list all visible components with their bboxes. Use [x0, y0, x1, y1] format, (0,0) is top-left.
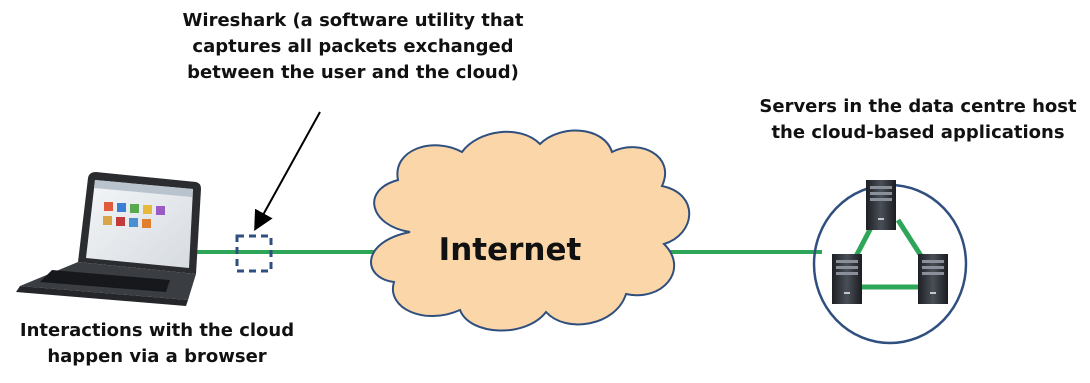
laptop-label: Interactions with the cloud happen via a…	[2, 318, 312, 370]
servers-label-line-1: Servers in the data centre host	[759, 96, 1077, 117]
wireshark-label-line-3: between the user and the cloud)	[187, 62, 519, 83]
server-icon	[832, 254, 862, 304]
server-icon	[866, 180, 896, 230]
wireshark-label-line-1: Wireshark (a software utility that	[182, 10, 524, 31]
server-icon	[918, 254, 948, 304]
servers-label-line-2: the cloud-based applications	[771, 122, 1065, 143]
laptop-label-line-1: Interactions with the cloud	[19, 320, 295, 341]
internet-label: Internet	[438, 232, 582, 268]
wireshark-capture-box	[235, 234, 273, 273]
laptop-icon	[16, 172, 201, 306]
laptop-label-line-2: happen via a browser	[47, 346, 267, 367]
wireshark-pointer-arrow	[254, 111, 321, 231]
wireshark-label-line-2: captures all packets exchanged	[192, 36, 514, 57]
internet-cloud	[370, 129, 691, 332]
servers-label: Servers in the data centre host the clou…	[748, 94, 1088, 146]
wireshark-label: Wireshark (a software utility that captu…	[143, 8, 563, 86]
